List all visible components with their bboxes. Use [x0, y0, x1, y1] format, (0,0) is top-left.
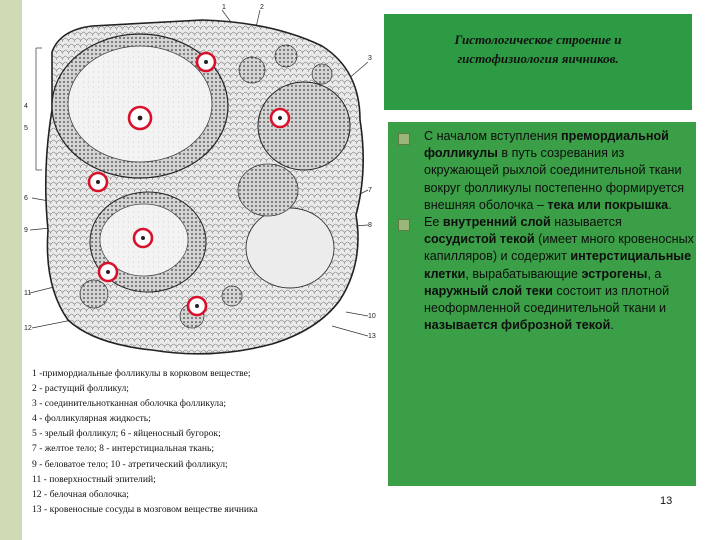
callout-10: 10: [368, 313, 376, 320]
small-follicle: [311, 63, 333, 85]
bullet-text: .: [668, 197, 672, 212]
corpus-luteum: [257, 81, 351, 171]
bullet-term: тека или покрышка: [547, 197, 669, 212]
bullet-text: .: [610, 318, 614, 333]
legend-line: 13 - кровеносные сосуды в мозговом вещес…: [32, 503, 258, 515]
page-number: 13: [660, 495, 673, 507]
legend-line: 9 - беловатое тело; 10 - атретический фо…: [32, 458, 228, 470]
slide-title: Гистологическое строение и гистофизиолог…: [384, 30, 692, 68]
bullet-term: эстрогены: [581, 266, 648, 281]
decorative-left-strip: [0, 0, 22, 540]
bullet-term: наружный слой теки: [424, 283, 553, 298]
legend-line: 7 - желтое тело; 8 - интерстициальная тк…: [32, 443, 215, 455]
bullet-text: , вырабатывающие: [465, 266, 582, 281]
bullet-list: С началом вступления премордиальной фолл…: [398, 128, 696, 334]
callout-11: 11: [24, 290, 31, 297]
ovary-histology-illustration: 1 2 3 4 5 6 7 8 9 10 11 12 13: [24, 4, 376, 355]
callout-7: 7: [368, 187, 372, 194]
small-follicle: [79, 279, 109, 309]
bullet-text: , а: [647, 266, 662, 281]
small-follicle: [274, 44, 298, 68]
bullet-text: в путь созревания из окружающей рыхлой с…: [424, 146, 685, 212]
bullet-term: внутренний слой: [442, 215, 551, 230]
interstitial-region: [237, 163, 299, 217]
legend-line: 5 - зрелый фолликул; 6 - яйценосный буго…: [32, 428, 221, 440]
callout-6: 6: [24, 195, 28, 202]
legend-line: 3 - соединительнотканная оболочка фоллик…: [32, 398, 226, 410]
title-background: [384, 14, 692, 110]
corpus-albicans: [245, 207, 335, 289]
bullet-text: (имеет много кровеносных капилляров) и с…: [424, 232, 694, 264]
square-bullet-icon: [398, 133, 410, 145]
square-bullet-icon: [398, 219, 410, 232]
callout-1: 1: [222, 4, 226, 11]
callout-12: 12: [24, 325, 32, 332]
legend-line: 1 -примордиальные фолликулы в корковом в…: [32, 368, 251, 379]
content-background: [388, 122, 696, 486]
callout-3: 3: [368, 55, 372, 62]
highlight-ring-centers: [96, 60, 282, 308]
small-follicle: [221, 285, 243, 307]
bullet-item-1: С началом вступления премордиальной фолл…: [398, 128, 696, 214]
bullet-term: интерстициальные клетки: [424, 249, 692, 281]
bullet-text: С началом вступления: [424, 129, 562, 143]
callout-4: 4: [24, 103, 28, 110]
legend-line: 11 - поверхностный эпителий;: [32, 473, 156, 485]
legend-line: 2 - растущий фолликул;: [32, 383, 129, 395]
ovary-figure-panel: 1 2 3 4 5 6 7 8 9 10 11 12 13: [22, 0, 382, 540]
bullet-text: называется: [550, 215, 622, 230]
bullet-text: состоит из плотной неоформленной соедини…: [424, 283, 670, 316]
figure-legend: 1 -примордиальные фолликулы в корковом в…: [32, 366, 377, 517]
callout-8: 8: [368, 222, 372, 229]
callout-13: 13: [368, 333, 376, 340]
bullet-term: называется фиброзной текой: [424, 318, 611, 333]
legend-line: 4 - фолликулярная жидкость;: [32, 413, 151, 425]
bullet-item-2: Ее внутренний слой называется сосудистой…: [398, 214, 696, 334]
legend-line: 12 - белочная оболочка;: [32, 488, 129, 500]
bullet-term: премордиальной фолликулы: [424, 129, 669, 161]
title-line-1: Гистологическое строение и: [454, 32, 622, 47]
small-follicle: [238, 56, 266, 84]
title-line-2: гистофизиология яичников.: [457, 51, 619, 66]
callout-2: 2: [260, 4, 264, 11]
callout-5: 5: [24, 125, 28, 132]
bullet-term: сосудистой текой: [424, 232, 535, 247]
callout-9: 9: [24, 227, 28, 234]
follicular-fluid: [67, 45, 213, 163]
bullet-text: Ее: [424, 215, 443, 230]
